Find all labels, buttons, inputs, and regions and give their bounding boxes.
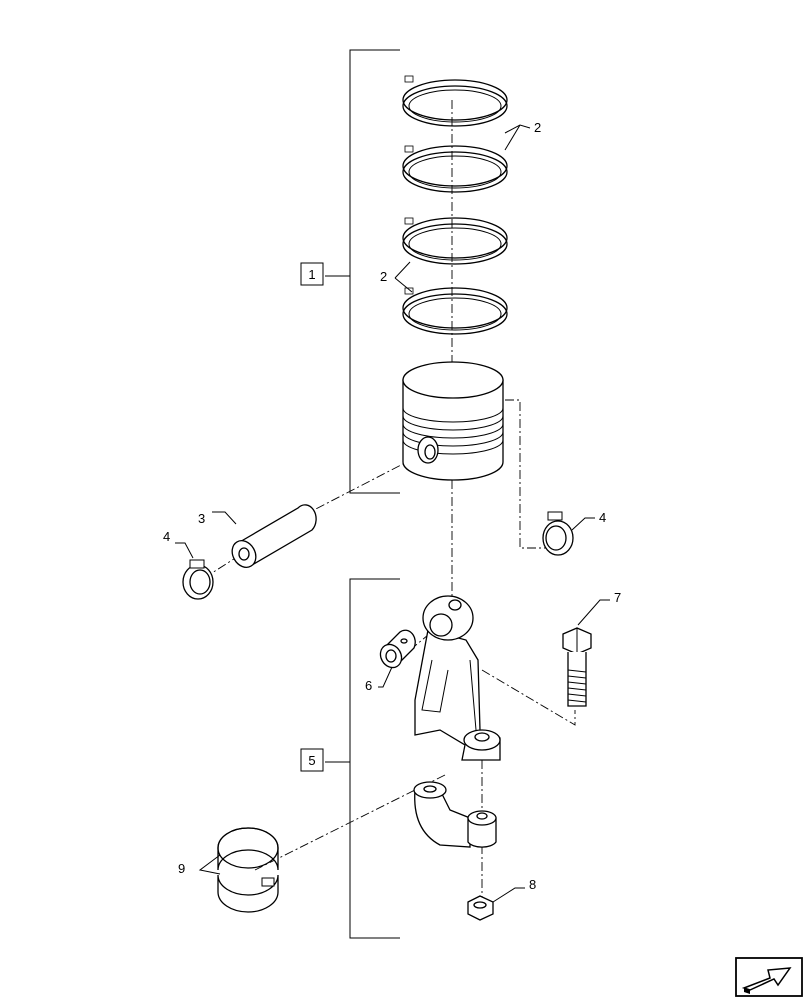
connecting-rod-bolt: 7 (562, 590, 621, 707)
group-bracket-5: 5 (300, 578, 400, 939)
callout-2-upper-text: 2 (534, 120, 541, 135)
group-bracket-1: 1 (300, 49, 400, 494)
group-1-label: 1 (308, 267, 315, 282)
piston-ring-1 (402, 75, 508, 127)
nut: 8 (467, 877, 536, 921)
callout-2-lower-text: 2 (380, 269, 387, 284)
piston-pin: 3 (198, 504, 317, 568)
piston (402, 361, 504, 481)
callout-3-text: 3 (198, 511, 205, 526)
callout-7-text: 7 (614, 590, 621, 605)
callout-4-right-text: 4 (599, 510, 606, 525)
piston-ring-3 (402, 217, 508, 265)
callout-4-left-text: 4 (163, 529, 170, 544)
next-page-arrow-icon[interactable] (735, 957, 803, 997)
rod-cap (413, 781, 497, 848)
callout-2-lower: 2 (380, 261, 413, 293)
group-5-label: 5 (308, 753, 315, 768)
callout-9-text: 9 (178, 861, 185, 876)
callout-6-text: 6 (365, 678, 372, 693)
piston-ring-2 (402, 145, 508, 193)
snap-ring-right: 4 (542, 510, 606, 556)
callout-2-upper: 2 (504, 120, 541, 151)
piston-ring-4 (402, 287, 508, 335)
assembly-centerlines (211, 100, 576, 905)
bearing-shells: 9 (178, 827, 279, 913)
connecting-rod (414, 595, 501, 761)
callout-8-text: 8 (529, 877, 536, 892)
small-end-bushing: 6 (365, 629, 416, 693)
snap-ring-left: 4 (163, 529, 214, 600)
